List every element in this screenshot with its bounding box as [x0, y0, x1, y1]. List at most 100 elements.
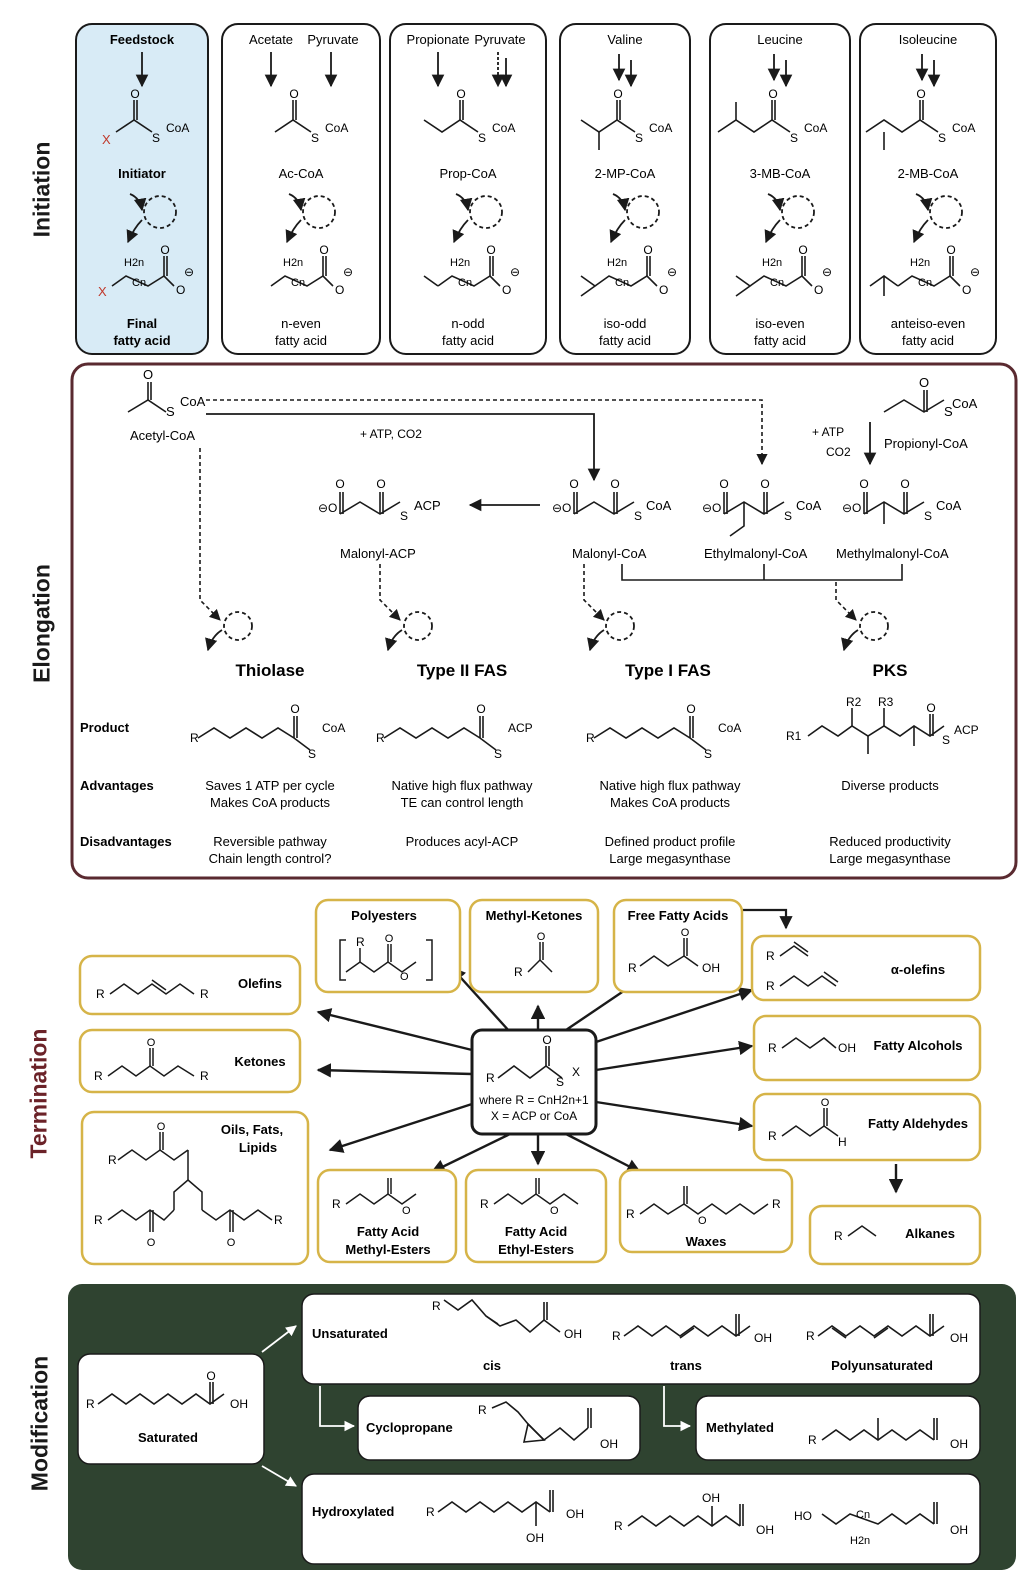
- atom-o-minus: ⊖O: [318, 501, 337, 515]
- atom-o-minus: O: [659, 283, 668, 297]
- product-terminus-label: CoA: [322, 721, 345, 735]
- coa-label: CoA: [649, 121, 672, 135]
- atom-o: O: [916, 87, 925, 101]
- atom-o: O: [147, 1237, 156, 1249]
- fatty-alcohols-box: [752, 1014, 982, 1082]
- atom-o: O: [760, 477, 769, 491]
- propionyl-coa-structure: [883, 390, 945, 413]
- oils-fats-lipids-box: [80, 1110, 310, 1266]
- atom-r2: R2: [846, 695, 862, 709]
- propionyl-coa-label: Propionyl-CoA: [884, 436, 968, 451]
- atom-o-minus: O: [814, 283, 823, 297]
- atom-o: O: [486, 243, 495, 257]
- saturated-box: [77, 1353, 265, 1465]
- termination-arrow: [451, 966, 511, 1033]
- atom-oh: OH: [564, 1327, 582, 1341]
- fame-label-line1: Fatty Acid: [357, 1224, 419, 1239]
- malonyl-coa-structure: [573, 492, 635, 515]
- disadvantage-text: Reversible pathway: [213, 834, 327, 849]
- oils-label-line1: Oils, Fats,: [221, 1122, 283, 1137]
- waxes-box: [618, 1168, 794, 1254]
- product-label-line2: fatty acid: [442, 333, 494, 348]
- atom-o: O: [335, 477, 344, 491]
- atom-cn: Cn: [615, 277, 629, 289]
- atom-r: R: [356, 935, 365, 949]
- atom-oh: OH: [838, 1041, 856, 1055]
- coa-label: CoA: [492, 121, 515, 135]
- bond: [847, 1225, 877, 1237]
- pathway-title-thiolase: Thiolase: [236, 661, 305, 680]
- coa-label: CoA: [804, 121, 827, 135]
- product-label-line1: iso-even: [755, 316, 804, 331]
- atom-s: S: [942, 733, 950, 747]
- atom-o: O: [610, 477, 619, 491]
- fatty-acid-structure: [423, 256, 501, 287]
- atom-h2n: H2n: [124, 257, 144, 269]
- atom-o: O: [643, 243, 652, 257]
- atom-o-minus: ⊖O: [702, 501, 721, 515]
- atp-label: + ATP: [812, 425, 844, 439]
- arrow-to-cyclopropane: [319, 1386, 356, 1432]
- coa-label: CoA: [796, 498, 822, 513]
- cyclopropane-structure: [491, 1401, 592, 1443]
- bond: [345, 961, 417, 973]
- atom-r: R: [486, 1071, 495, 1085]
- atom-s: S: [311, 131, 319, 145]
- atom-ho: HO: [794, 1509, 812, 1523]
- coa-label: CoA: [952, 396, 978, 411]
- atom-r: R: [190, 731, 199, 745]
- fatty-acid-structure: [580, 256, 658, 297]
- atom-r: R: [768, 1041, 777, 1055]
- atom-r: R: [834, 1229, 843, 1243]
- charge-minus: ⊖: [970, 265, 980, 279]
- fatty-aldehydes-box: [752, 1092, 982, 1162]
- free-fatty-acids-box: [612, 898, 744, 994]
- methylated-structure: [821, 1418, 938, 1441]
- atom-x: X: [98, 284, 107, 299]
- thiolase-feed-arrow: [199, 448, 221, 621]
- bond: [823, 971, 839, 983]
- bond: [781, 1037, 837, 1049]
- atom-o: O: [227, 1237, 236, 1249]
- alkanes-label: Alkanes: [905, 1226, 955, 1241]
- alpha-olefins-box: [750, 934, 982, 1002]
- arrow-to-methylated: [663, 1386, 692, 1432]
- fatty-acid-structure: [111, 256, 175, 287]
- initiation-cycle-icon: [126, 193, 177, 244]
- disadvantage-text: Large megasynthase: [829, 851, 950, 866]
- atom-o: O: [698, 1215, 707, 1227]
- atom-x: X: [572, 1065, 580, 1079]
- atom-s: S: [400, 509, 408, 523]
- olefins-label: Olefins: [238, 976, 282, 991]
- fatty-alcohols-label: Fatty Alcohols: [873, 1038, 962, 1053]
- atom-o: O: [919, 375, 929, 390]
- advantage-text: Diverse products: [841, 778, 939, 793]
- atom-r: R: [426, 1505, 435, 1519]
- atom-s: S: [308, 747, 316, 761]
- atom-o: O: [569, 477, 578, 491]
- fas2-feed-arrow: [379, 564, 401, 621]
- atom-s: S: [944, 404, 953, 419]
- termination-arrow: [430, 1132, 511, 1174]
- acyl-thioester-center-box: [470, 1028, 598, 1136]
- atom-cn: Cn: [770, 277, 784, 289]
- atom-o: O: [537, 931, 546, 943]
- acp-label: ACP: [954, 723, 979, 737]
- termination-arrow: [565, 1132, 642, 1174]
- atom-o: O: [160, 243, 169, 257]
- center-x-label: X = ACP or CoA: [491, 1109, 577, 1123]
- feedstock-label: Feedstock: [110, 32, 175, 47]
- polyunsaturated-label: Polyunsaturated: [831, 1358, 933, 1373]
- row-label-advantages: Advantages: [80, 778, 154, 793]
- thiolase-cycle-icon: [205, 611, 253, 652]
- bond: [151, 979, 167, 991]
- atom-s: S: [152, 131, 160, 145]
- atom-oh: OH: [702, 961, 720, 975]
- initiation-panel: FeedstockOSCoAXInitiatorH2nCnOO⊖XFinalfa…: [75, 23, 997, 355]
- fatty-acid-structure: [270, 256, 334, 287]
- atom-o: O: [289, 87, 298, 101]
- atom-h2n: H2n: [607, 257, 627, 269]
- saturated-structure: [97, 1382, 225, 1405]
- atom-oh: OH: [526, 1531, 544, 1545]
